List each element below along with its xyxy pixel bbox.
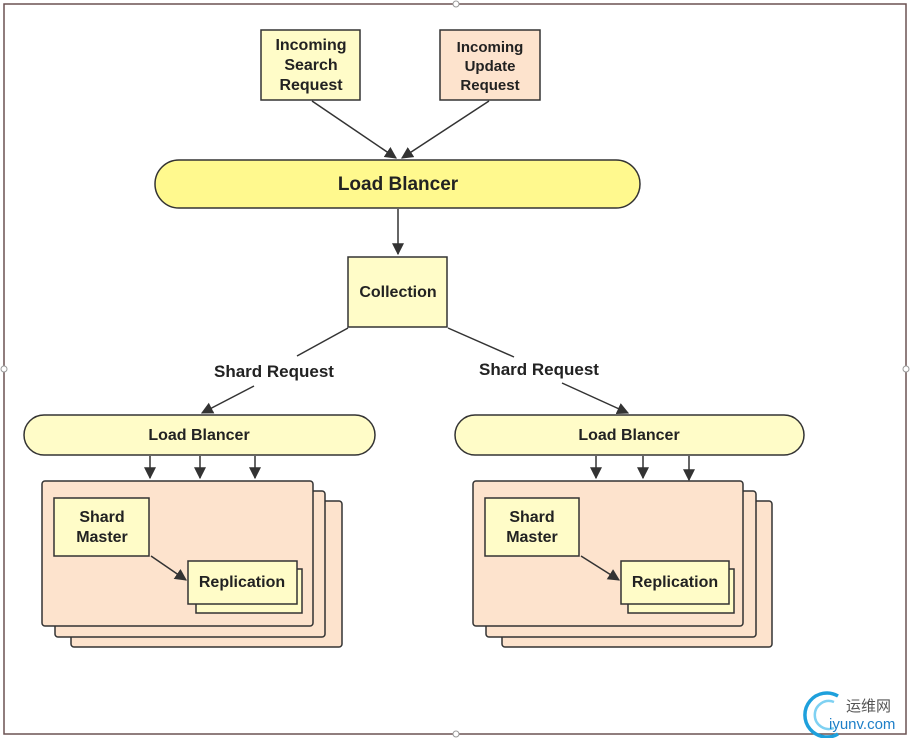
left-load-balancer-node[interactable]: Load Blancer bbox=[23, 414, 376, 456]
arrow-shard-request-left-to-lb bbox=[200, 385, 255, 414]
incoming-search-line-3: Request bbox=[279, 77, 343, 94]
frame-handle-right bbox=[902, 365, 910, 373]
incoming-search-line-1: Incoming bbox=[275, 37, 346, 54]
watermark-swirl-inner-icon bbox=[813, 699, 835, 731]
left-shard-master-line-1: Shard bbox=[79, 509, 124, 526]
shard-request-right-label: Shard Request bbox=[479, 360, 599, 379]
arrow-search-to-lb bbox=[311, 100, 397, 159]
incoming-update-line-3: Request bbox=[460, 77, 519, 94]
arrow-shard-request-right-to-lb bbox=[561, 382, 630, 414]
arrow-update-to-lb bbox=[400, 100, 490, 159]
left-load-balancer-label: Load Blancer bbox=[148, 427, 249, 444]
frame-handle-bottom bbox=[452, 730, 460, 738]
left-shard-master-line-2: Master bbox=[76, 529, 128, 546]
right-shard-group: Shard Master Replication bbox=[472, 480, 773, 648]
incoming-update-line-1: Incoming bbox=[457, 39, 524, 56]
watermark-cn-text: 运维网 bbox=[846, 697, 891, 715]
incoming-search-line-2: Search bbox=[284, 57, 337, 74]
shard-request-left-label: Shard Request bbox=[214, 362, 334, 381]
line-collection-to-shard-request-left bbox=[296, 327, 349, 357]
watermark-domain-text: iyunv.com bbox=[829, 716, 895, 733]
incoming-search-request-node[interactable]: Incoming Search Request bbox=[260, 29, 361, 101]
left-shard-group: Shard Master Replication bbox=[41, 480, 343, 648]
watermark-swirl-icon bbox=[803, 691, 839, 738]
line-collection-to-shard-request-right bbox=[447, 327, 515, 358]
top-load-balancer-node[interactable]: Load Blancer bbox=[154, 159, 641, 209]
right-shard-master-line-1: Shard bbox=[509, 509, 554, 526]
arrow-left-master-to-replication bbox=[150, 555, 187, 581]
left-replication-label: Replication bbox=[199, 574, 285, 591]
frame-handle-top bbox=[452, 0, 460, 8]
frame-handle-left bbox=[0, 365, 8, 373]
incoming-update-line-2: Update bbox=[465, 58, 516, 75]
right-shard-master-line-2: Master bbox=[506, 529, 558, 546]
top-load-balancer-label: Load Blancer bbox=[338, 174, 459, 195]
right-load-balancer-label: Load Blancer bbox=[578, 427, 679, 444]
collection-label: Collection bbox=[359, 284, 436, 301]
right-shard-master-node[interactable]: Shard Master bbox=[484, 497, 580, 557]
arrow-right-master-to-replication bbox=[580, 555, 621, 581]
collection-node[interactable]: Collection bbox=[347, 256, 448, 328]
right-load-balancer-node[interactable]: Load Blancer bbox=[454, 414, 805, 456]
right-replication-node[interactable]: Replication bbox=[620, 560, 735, 614]
left-replication-node[interactable]: Replication bbox=[187, 560, 303, 614]
right-replication-label: Replication bbox=[632, 574, 718, 591]
left-shard-master-node[interactable]: Shard Master bbox=[53, 497, 150, 557]
watermark: 运维网 iyunv.com bbox=[803, 691, 895, 738]
incoming-update-request-node[interactable]: Incoming Update Request bbox=[439, 29, 541, 101]
